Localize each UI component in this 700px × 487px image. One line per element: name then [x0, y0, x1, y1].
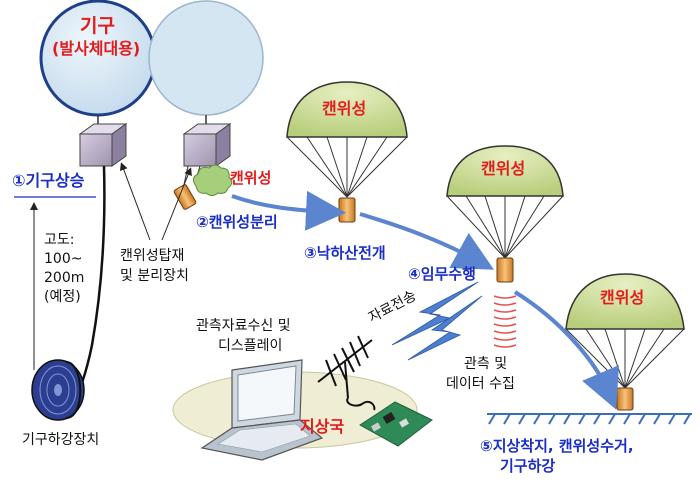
payload-box-1: [78, 123, 128, 167]
parachute-2: [446, 145, 564, 283]
mount-line-2: 및 분리장치: [120, 268, 189, 284]
mount-pointer-left: [120, 162, 151, 241]
flow-arrow-1: [231, 190, 346, 231]
observation-waves: [493, 295, 517, 348]
cansat-label-2: 캔위성: [481, 159, 526, 178]
altitude-line-3: 200m: [44, 270, 85, 286]
step-landing-line-1: ⑤지상착지, 캔위성수거,: [480, 437, 634, 455]
landing-ground: [487, 413, 692, 425]
observe-line-2: 데이터 수집: [446, 376, 515, 392]
telemetry-bolts: [391, 281, 483, 361]
winch-label: 기구하강장치: [22, 432, 100, 448]
cansat-label-3: 캔위성: [600, 288, 645, 307]
mount-line-1: 캔위성탑재: [120, 248, 185, 264]
balloon-2: [148, 0, 264, 135]
observe-line-1: 관측 및: [464, 356, 508, 372]
flow-arrow-3: [513, 290, 619, 410]
receive-line-1: 관측자료수신 및: [196, 318, 291, 334]
altitude-line-2: 100~: [44, 251, 83, 267]
mount-pointer-right: [161, 167, 192, 241]
step-landing-line-2: 기구하강: [500, 457, 556, 475]
step-separation: ②캔위성분리: [196, 213, 278, 231]
released-cansat: [173, 164, 233, 210]
antenna: [317, 335, 376, 411]
step-deploy: ③낙하산전개: [304, 244, 386, 262]
parachute-3: [565, 273, 685, 411]
payload-box-2: [182, 123, 232, 186]
cansat-label-1: 캔위성: [322, 99, 367, 118]
ground-station-label: 지상국: [300, 417, 345, 436]
parachute-1: [286, 81, 408, 223]
altitude-line-4: (예정): [44, 289, 81, 305]
winch: [31, 359, 85, 421]
laptop: [200, 359, 324, 461]
cansat-label-released: 캔위성: [230, 169, 272, 187]
circuit-board: [359, 401, 433, 447]
receive-line-2: 디스플레이: [218, 338, 283, 354]
step-ascent: ①기구상승: [12, 171, 85, 190]
balloon-title: 기구: [80, 15, 115, 37]
step-mission: ④임무수행: [408, 265, 476, 283]
flow-arrow-2: [359, 212, 495, 270]
balloon-subtitle: (발사체대용): [52, 39, 141, 58]
altitude-line-1: 고도:: [44, 232, 75, 248]
